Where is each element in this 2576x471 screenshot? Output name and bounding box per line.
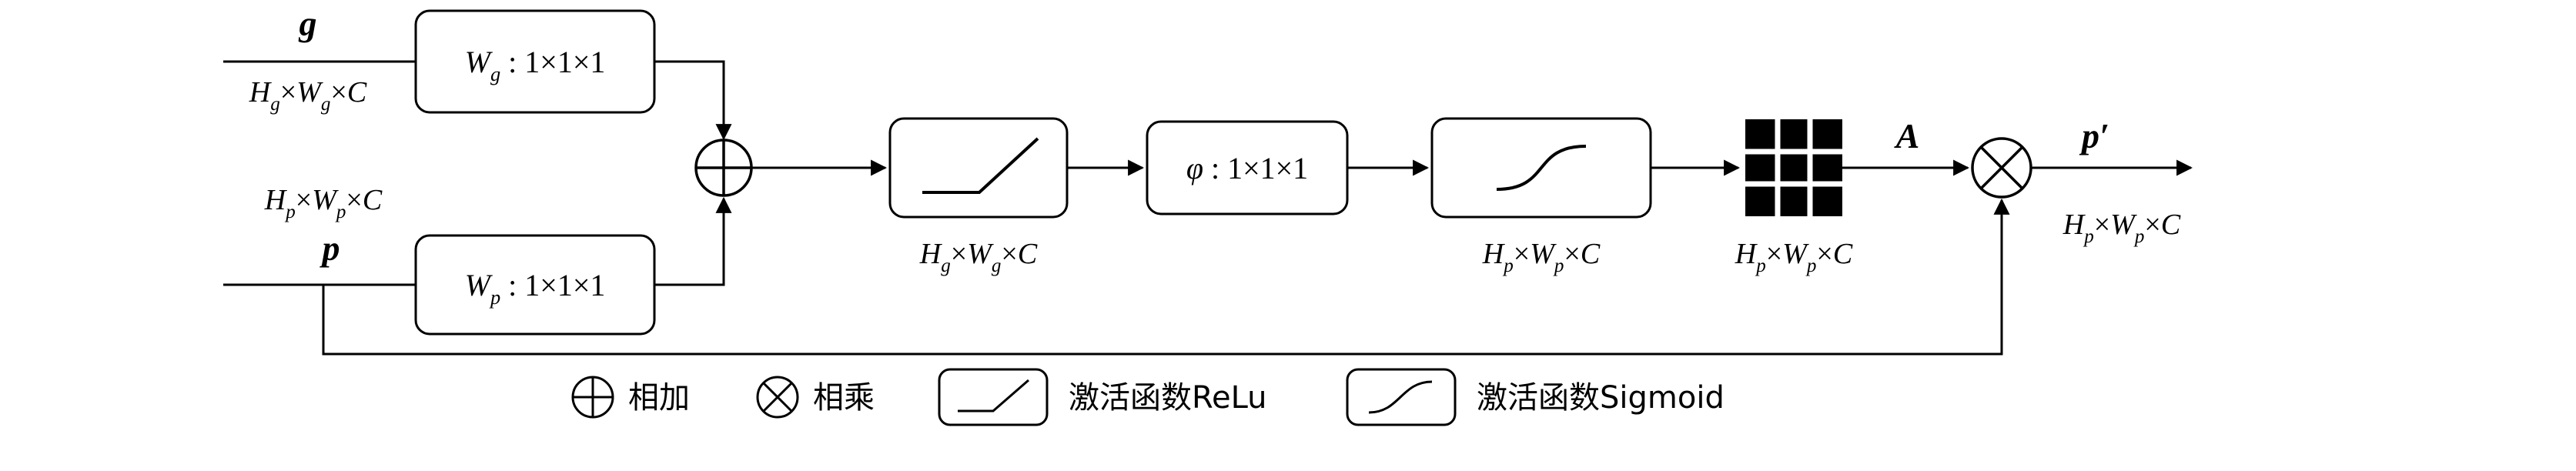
relu-curve-icon — [958, 379, 1029, 413]
multiply-operator — [1971, 137, 2032, 199]
wg-conv-label: Wg : 1×1×1 — [465, 45, 606, 85]
sigmoid-curve-icon — [1496, 145, 1587, 191]
input-g-branch: g Hg×Wg×C Wg : 1×1×1 — [223, 4, 732, 141]
add-operator — [694, 139, 753, 197]
legend: 相加 相乘 激活函数ReLu 激活函数Sigmoid — [571, 368, 1725, 426]
legend-add-label: 相加 — [628, 380, 690, 416]
sigmoid-curve-icon — [1368, 380, 1433, 414]
output-label: p′ — [2079, 116, 2109, 155]
legend-item-relu: 激活函数ReLu — [938, 368, 1267, 426]
relu-legend-box — [938, 368, 1049, 426]
legend-item-sigmoid: 激活函数Sigmoid — [1346, 368, 1725, 426]
attention-coefficient-label: A — [1894, 116, 1920, 155]
resampler-output-dims: Hp×Wp×C — [1735, 238, 1853, 276]
legend-sigmoid-label: 激活函数Sigmoid — [1477, 380, 1725, 416]
relu-box — [888, 117, 1069, 219]
legend-relu-label: 激活函数ReLu — [1069, 380, 1267, 416]
legend-item-add: 相加 — [571, 376, 690, 419]
input-p-dims: Hp×Wp×C — [264, 184, 383, 222]
resampler-block: Hp×Wp×C — [1735, 119, 1853, 276]
output-branch: p′ Hp×Wp×C — [2031, 116, 2193, 247]
times-diagonal-line — [1979, 145, 2024, 190]
times-circle-icon — [756, 376, 799, 419]
legend-item-multiply: 相乘 — [756, 376, 875, 419]
relu-curve-icon — [922, 137, 1039, 194]
sigmoid-block: Hp×Wp×C — [1430, 117, 1652, 276]
legend-multiply-label: 相乘 — [813, 380, 875, 416]
output-dims: Hp×Wp×C — [2062, 209, 2181, 247]
relu-block: Hg×Wg×C — [888, 117, 1069, 276]
phi-conv-block: φ : 1×1×1 — [1146, 120, 1349, 215]
input-p-branch: Hp×Wp×C p Wp : 1×1×1 — [223, 184, 2010, 356]
input-p-label: p — [319, 229, 340, 268]
times-diagonal-line — [762, 382, 793, 413]
p-bypass-wire — [322, 198, 2010, 356]
grid-icon — [1745, 119, 1842, 216]
relu-output-dims: Hg×Wg×C — [919, 238, 1038, 276]
sigmoid-output-dims: Hp×Wp×C — [1482, 238, 1601, 276]
phi-conv-label: φ : 1×1×1 — [1186, 151, 1308, 185]
input-g-dims: Hg×Wg×C — [249, 76, 367, 115]
wp-conv-label: Wp : 1×1×1 — [465, 268, 606, 309]
input-g-label: g — [299, 4, 317, 43]
wp-to-add-wire — [654, 196, 732, 286]
wg-to-add-wire — [654, 60, 732, 141]
